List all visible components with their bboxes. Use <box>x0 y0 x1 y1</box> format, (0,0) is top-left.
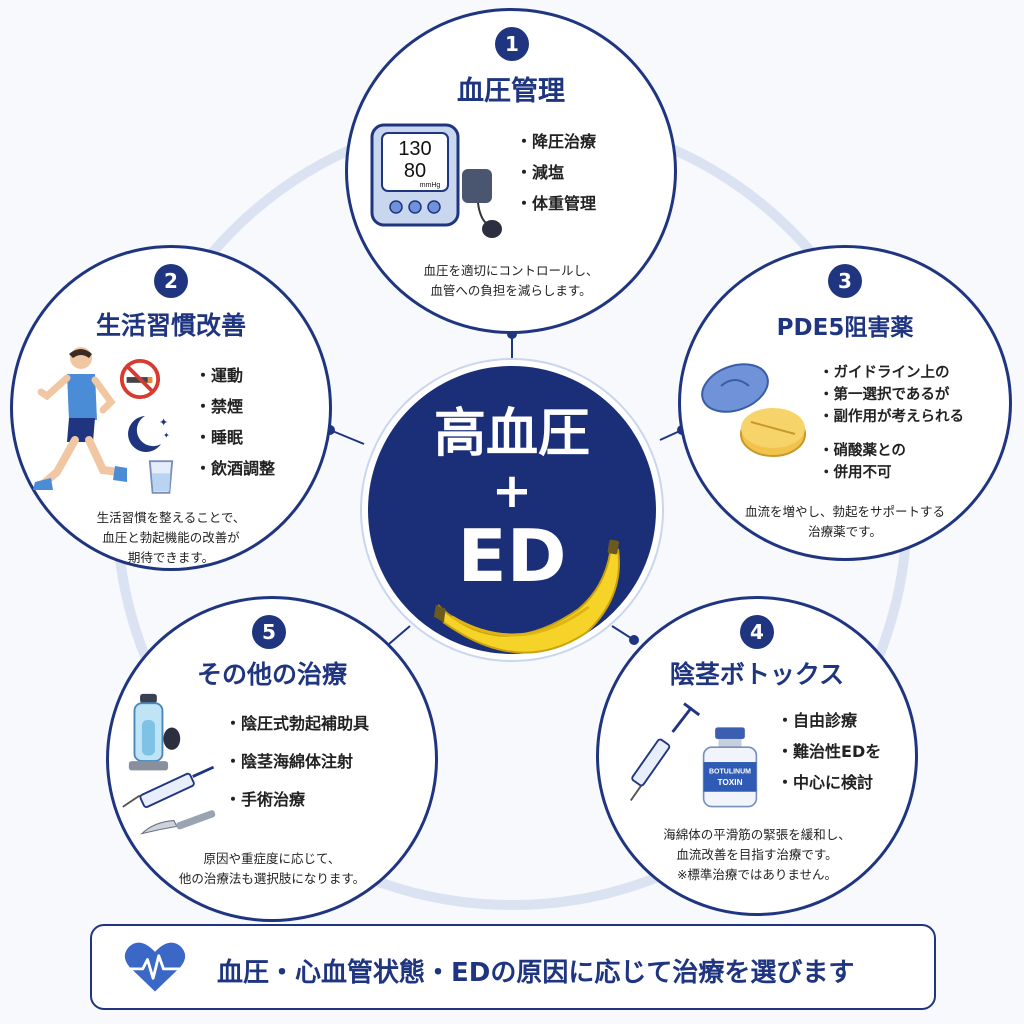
bullet-item: 運動 <box>195 360 275 391</box>
center-hub: 高血圧 + ED <box>362 360 662 660</box>
pills-icon <box>701 363 806 457</box>
node-description: 血流を増やし、勃起をサポートする 治療薬です。 <box>681 502 1009 542</box>
bullet-item: 第一選択であるが <box>819 384 964 406</box>
svg-text:80: 80 <box>404 160 426 182</box>
desc-line: 海綿体の平滑筋の緊張を緩和し、 <box>663 827 851 842</box>
center-title-bottom: ED <box>457 514 567 598</box>
node-title: 生活習慣改善 <box>95 311 246 340</box>
desc-line: 他の治療法も選択肢になります。 <box>178 871 366 886</box>
water-glass-icon <box>148 460 174 494</box>
footer-banner: 血圧・心血管状態・EDの原因に応じて治療を選びます <box>90 924 936 1010</box>
node-bullets: 陰圧式勃起補助具 陰茎海綿体注射 手術治療 <box>225 705 369 819</box>
desc-line: 血圧と勃起機能の改善が <box>102 530 240 545</box>
center-title-top: 高血圧 <box>433 404 590 464</box>
no-smoking-icon <box>119 358 161 400</box>
footer-text: 血圧・心血管状態・EDの原因に応じて治療を選びます <box>217 958 855 988</box>
node-description: 原因や重症度に応じて、 他の治療法も選択肢になります。 <box>109 849 435 889</box>
bullet-item: 難治性EDを <box>777 736 881 767</box>
node-description: 海綿体の平滑筋の緊張を緩和し、 血流改善を目指す治療です。 ※標準治療ではありま… <box>599 825 915 885</box>
node-bullets: ガイドライン上の 第一選択であるが 副作用が考えられる 硝酸薬との 併用不可 <box>819 362 965 484</box>
bullet-item: 減塩 <box>516 157 596 188</box>
bullet-item: 自由診療 <box>777 705 881 736</box>
step-number-badge: 2 <box>154 264 188 298</box>
bp-monitor-icon: 130 80 mmHg <box>370 123 502 238</box>
svg-text:✦: ✦ <box>163 431 170 440</box>
bullet-item: 副作用が考えられる <box>819 406 965 428</box>
desc-line: 原因や重症度に応じて、 <box>203 851 341 866</box>
bullet-item: 体重管理 <box>516 188 596 219</box>
bullet-item: 併用不可 <box>819 462 964 484</box>
center-plus: + <box>491 463 533 519</box>
step-number-badge: 5 <box>252 615 286 649</box>
node-description: 血圧を適切にコントロールし、 血管への負担を減らします。 <box>348 261 674 301</box>
bullet-item: 降圧治療 <box>516 126 596 157</box>
node-bullets: 運動 禁煙 睡眠 飲酒調整 <box>195 360 275 484</box>
moon-sleep-icon: ✦ ✦ <box>128 416 170 452</box>
banana-icon <box>433 539 620 654</box>
scalpel-icon <box>140 810 216 835</box>
vacuum-device-icon <box>128 693 181 771</box>
bullet-item: 禁煙 <box>195 391 275 422</box>
desc-line: 治療薬です。 <box>808 524 882 539</box>
heart-pulse-icon <box>124 942 186 992</box>
node-description: 生活習慣を整えることで、 血圧と勃起機能の改善が 期待できます。 <box>13 508 329 568</box>
bullet-item: 中心に検討 <box>777 767 881 798</box>
node-title: 血圧管理 <box>457 76 565 107</box>
node-title: 陰茎ボトックス <box>669 660 845 689</box>
syringe-icon <box>122 765 215 808</box>
node-title: PDE5阻害薬 <box>776 315 914 341</box>
desc-line: 血流改善を目指す治療です。 <box>676 847 838 862</box>
step-number-badge: 1 <box>495 27 529 61</box>
bullet-item: 硝酸薬との <box>819 440 964 462</box>
node-bullets: 降圧治療 減塩 体重管理 <box>516 126 596 219</box>
desc-line: 血管への負担を減らします。 <box>430 283 592 298</box>
connector-dot <box>629 635 639 645</box>
desc-line: 生活習慣を整えることで、 <box>96 510 246 525</box>
node-blood-pressure: 1 血圧管理 130 80 mmHg 降圧治療 減塩 体重管理 血圧を適切にコン… <box>345 8 677 334</box>
runner-icon <box>33 347 127 490</box>
syringe-icon <box>630 702 701 801</box>
svg-text:130: 130 <box>398 138 431 160</box>
svg-text:BOTULINUM: BOTULINUM <box>709 769 751 776</box>
node-bullets: 自由診療 難治性EDを 中心に検討 <box>777 705 881 798</box>
bullet-item: 飲酒調整 <box>195 453 275 484</box>
desc-line: 期待できます。 <box>127 550 215 565</box>
bullet-item: 陰茎海綿体注射 <box>225 743 369 781</box>
node-title: その他の治療 <box>196 660 347 689</box>
node-other-treatments: 5 その他の治療 陰圧式勃起補助具 陰茎海綿体注射 手術治療 原因や重症度に応じ… <box>106 596 438 922</box>
desc-line: 血流を増やし、勃起をサポートする <box>744 504 945 519</box>
step-number-badge: 4 <box>740 615 774 649</box>
desc-line: 血圧を適切にコントロールし、 <box>423 263 599 278</box>
bullet-item: 手術治療 <box>225 781 369 819</box>
node-pde5: 3 PDE5阻害薬 ガイドライン上の 第一選択であるが 副作用が考えられる 硝酸… <box>678 245 1012 561</box>
node-botox: 4 陰茎ボトックス BOTULINUM TOXIN 自由診療 難治性EDを 中心… <box>596 596 918 916</box>
node-lifestyle: 2 生活習慣改善 ✦ ✦ 運 <box>10 245 332 571</box>
step-number-badge: 3 <box>828 264 862 298</box>
bullet-item: 陰圧式勃起補助具 <box>225 705 369 743</box>
bullet-item: ガイドライン上の <box>819 362 964 384</box>
svg-text:✦: ✦ <box>159 416 168 429</box>
vial-icon: BOTULINUM TOXIN <box>702 727 758 808</box>
desc-line: ※標準治療ではありません。 <box>676 867 838 882</box>
svg-text:TOXIN: TOXIN <box>717 778 742 787</box>
bullet-item: 睡眠 <box>195 422 275 453</box>
svg-text:mmHg: mmHg <box>420 182 441 189</box>
